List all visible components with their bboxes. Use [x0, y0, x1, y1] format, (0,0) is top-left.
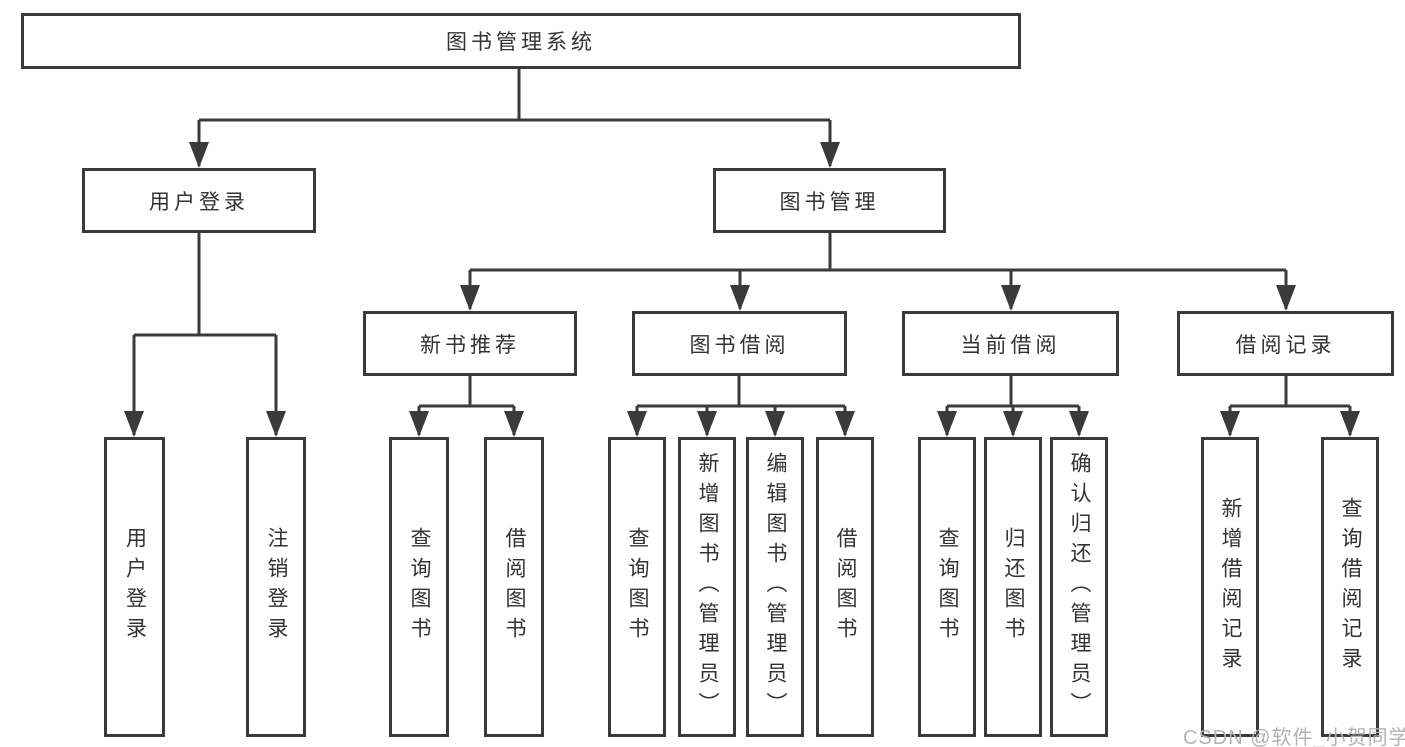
watermark: CSDN @软件_小贺同学	[1183, 727, 1405, 747]
node-borrow-records: 借阅记录	[1177, 311, 1394, 376]
leaf-logout: 注销登录	[246, 437, 306, 737]
leaf-user-login: 用户登录	[104, 437, 165, 737]
leaf-recommend-borrow-books: 借阅图书	[484, 437, 544, 737]
node-current-borrowing: 当前借阅	[902, 311, 1119, 376]
leaf-borrowing-edit-books-admin: 编辑图书（管理员）	[746, 437, 804, 737]
node-book-management: 图书管理	[713, 168, 946, 233]
node-new-book-recommend: 新书推荐	[363, 311, 577, 376]
leaf-borrowing-add-books-admin: 新增图书（管理员）	[678, 437, 736, 737]
node-book-borrowing: 图书借阅	[632, 311, 847, 376]
leaf-current-query-books: 查询图书	[918, 437, 976, 737]
leaf-recommend-query-books: 查询图书	[389, 437, 449, 737]
leaf-current-confirm-return-admin: 确认归还（管理员）	[1050, 437, 1108, 737]
leaf-borrowing-query-books: 查询图书	[608, 437, 666, 737]
node-user-login: 用户登录	[82, 168, 316, 233]
leaf-records-query-borrow-record: 查询借阅记录	[1321, 437, 1379, 737]
leaf-borrowing-borrow-books: 借阅图书	[816, 437, 874, 737]
node-library-system: 图书管理系统	[21, 13, 1021, 69]
leaf-records-add-borrow-record: 新增借阅记录	[1201, 437, 1259, 737]
leaf-current-return-books: 归还图书	[984, 437, 1042, 737]
